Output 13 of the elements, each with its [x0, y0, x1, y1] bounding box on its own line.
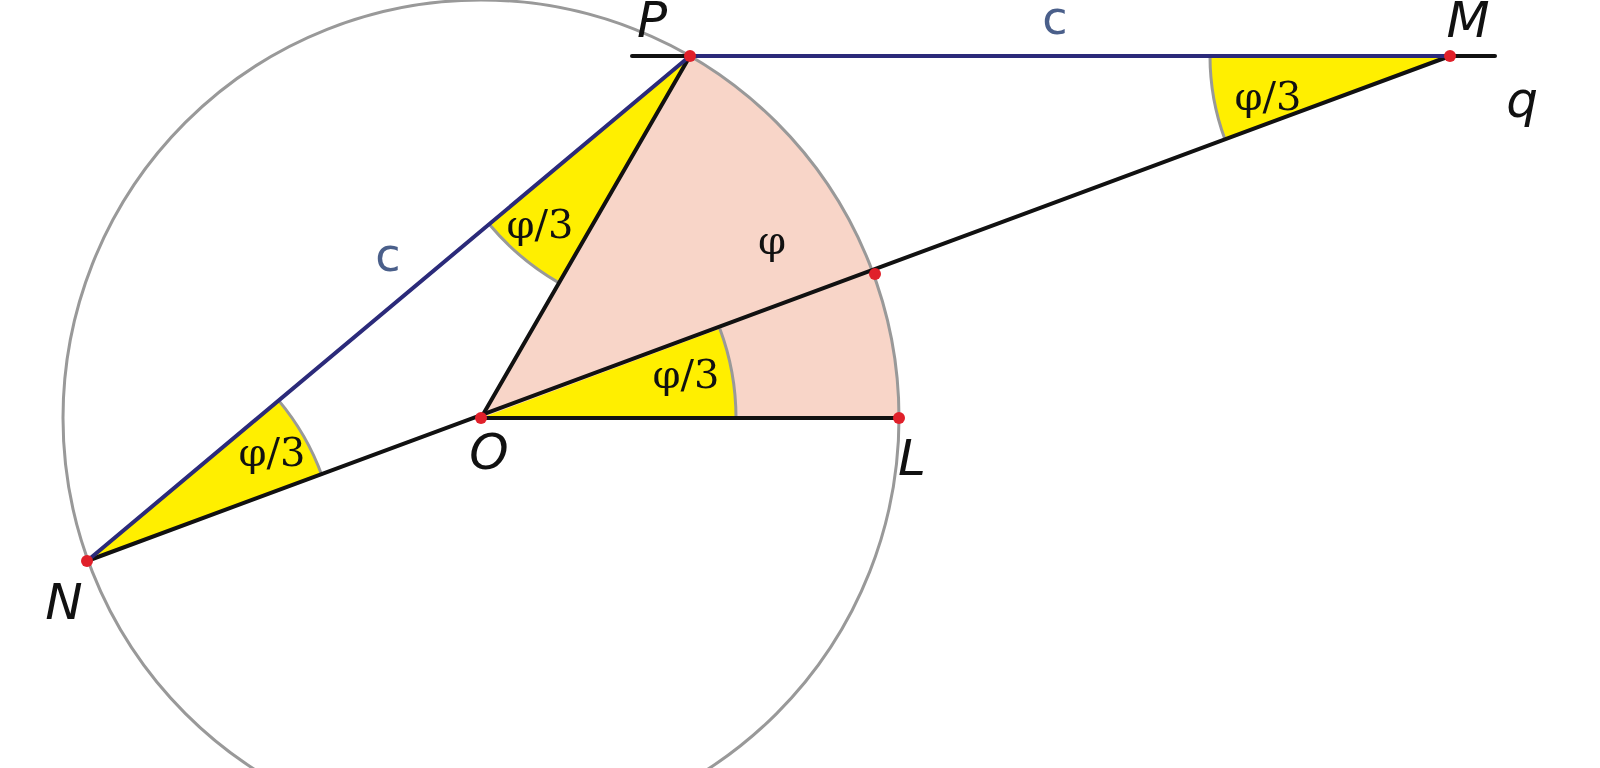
point-label: N: [45, 577, 83, 627]
angle-label: φ/3: [238, 432, 306, 472]
angle-label: φ/3: [1234, 76, 1302, 116]
point-label: L: [898, 433, 926, 483]
point-label: M: [1446, 0, 1490, 45]
length-label: c: [375, 232, 401, 278]
point-label: q: [1506, 75, 1538, 125]
angle-label: φ/3: [506, 204, 574, 244]
angle-label: φ: [758, 220, 786, 260]
angle-label: φ/3: [652, 354, 720, 394]
point-label: P: [636, 0, 668, 45]
length-label: c: [1042, 0, 1068, 41]
point-label: O: [469, 427, 509, 477]
